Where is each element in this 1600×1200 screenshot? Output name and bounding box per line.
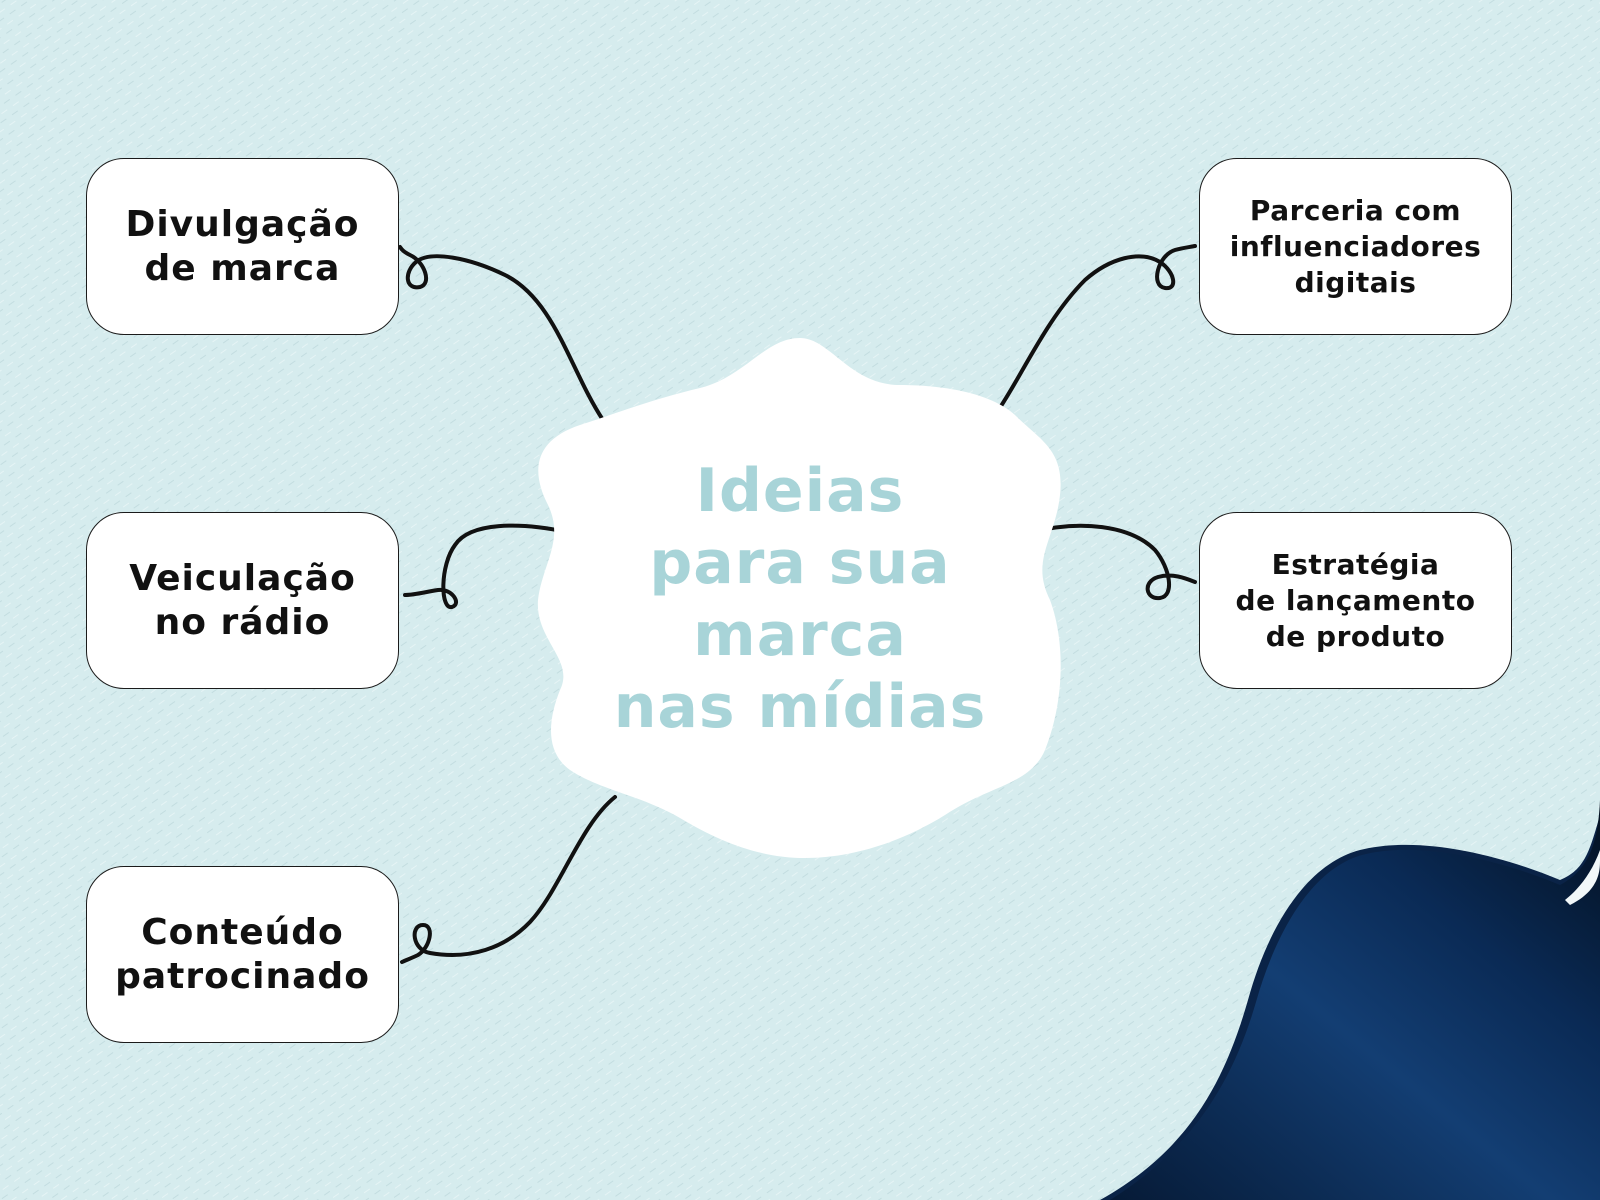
node-label: Veiculação no rádio (129, 557, 356, 643)
node-label: Parceria com influenciadores digitais (1229, 193, 1482, 299)
connector-conteudo (400, 795, 617, 964)
node-label: Divulgação de marca (125, 203, 360, 289)
connector-veiculacao (403, 523, 569, 609)
node-conteudo: Conteúdo patrocinado (86, 866, 399, 1043)
connector-parceria (993, 244, 1197, 417)
connector-estrategia (1031, 523, 1197, 601)
node-divulgacao: Divulgação de marca (86, 158, 399, 335)
center-blob (537, 338, 1061, 858)
node-estrategia: Estratégia de lançamento de produto (1199, 512, 1512, 689)
node-parceria: Parceria com influenciadores digitais (1199, 158, 1512, 335)
connector-divulgacao (398, 245, 605, 422)
page-curl (1110, 800, 1600, 1200)
page-curl-underside (1565, 850, 1600, 905)
node-veiculacao: Veiculação no rádio (86, 512, 399, 689)
center-title: Ideias para sua marca nas mídias (613, 456, 987, 742)
node-label: Conteúdo patrocinado (115, 911, 370, 997)
node-label: Estratégia de lançamento de produto (1235, 547, 1476, 653)
